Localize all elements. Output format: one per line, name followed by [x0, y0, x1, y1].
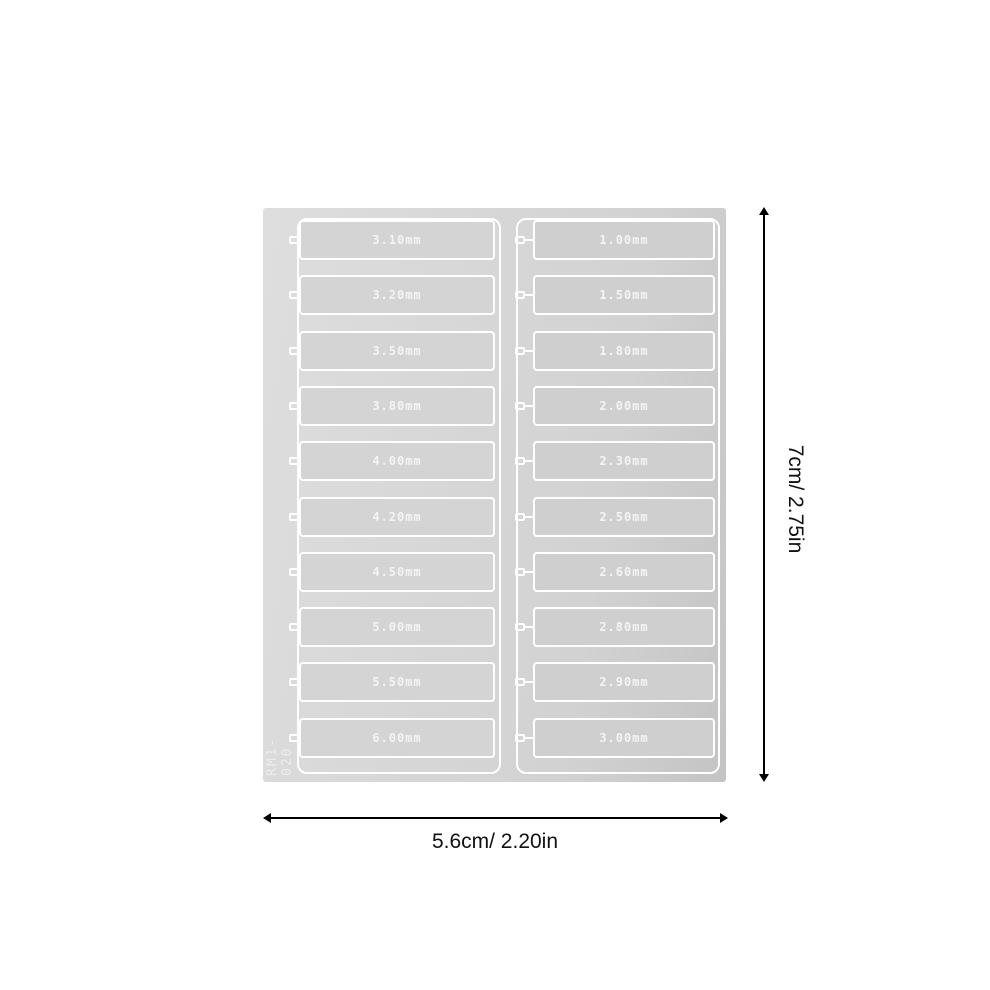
- etched-metal-sheet: 3.10mm 3.20mm 3.50mm 3.80mm 4.00mm 4.20mm 4.50…: [263, 208, 726, 782]
- attachment-gate: [297, 460, 301, 463]
- attachment-gate: [297, 349, 301, 352]
- size-tab: 1.80mm: [533, 330, 715, 371]
- size-tab: 2.80mm: [533, 607, 715, 648]
- left-frame: [297, 218, 501, 774]
- attachment-gate: [523, 349, 535, 352]
- attachment-gate: [523, 404, 535, 407]
- attachment-gate: [523, 460, 535, 463]
- size-tab: 3.10mm: [299, 220, 495, 260]
- size-tab: 2.30mm: [533, 441, 715, 482]
- attachment-gate: [523, 736, 535, 739]
- size-tab: 6.00mm: [299, 717, 495, 758]
- attachment-gate: [297, 681, 301, 684]
- size-tab: 3.50mm: [299, 330, 495, 371]
- attachment-gate: [297, 515, 301, 518]
- size-tab: 2.90mm: [533, 662, 715, 703]
- attachment-gate: [523, 570, 535, 573]
- attachment-gate: [523, 515, 535, 518]
- attachment-gate: [297, 404, 301, 407]
- size-tab: 3.80mm: [299, 385, 495, 426]
- size-tab: 4.50mm: [299, 551, 495, 592]
- width-dimension-line: [265, 817, 727, 819]
- arrow-left-icon: [263, 813, 271, 823]
- size-tab: 1.00mm: [533, 220, 715, 260]
- attachment-gate: [523, 294, 535, 297]
- right-frame: [516, 218, 720, 774]
- width-label: 5.6cm/ 2.20in: [431, 830, 559, 853]
- arrow-down-icon: [759, 774, 769, 782]
- attachment-gate: [523, 681, 535, 684]
- size-tab: 4.00mm: [299, 441, 495, 482]
- size-tab: 3.20mm: [299, 275, 495, 316]
- size-tab: 3.00mm: [533, 717, 715, 758]
- size-tab: 2.60mm: [533, 551, 715, 592]
- size-tab: 2.00mm: [533, 385, 715, 426]
- size-tab: 4.20mm: [299, 496, 495, 537]
- height-dimension-line: [763, 210, 765, 780]
- height-label: 7cm/ 2.75in: [784, 444, 807, 554]
- attachment-gate: [523, 239, 535, 241]
- attachment-gate: [297, 294, 301, 297]
- size-tab: 2.50mm: [533, 496, 715, 537]
- size-tab: 5.00mm: [299, 607, 495, 648]
- attachment-gate: [297, 736, 301, 739]
- arrow-right-icon: [720, 813, 728, 823]
- part-code-label: RM1-020: [265, 736, 295, 776]
- attachment-gate: [297, 239, 301, 241]
- attachment-gate: [297, 570, 301, 573]
- attachment-gate: [297, 626, 301, 629]
- attachment-gate: [523, 626, 535, 629]
- arrow-up-icon: [759, 207, 769, 215]
- size-tab: 1.50mm: [533, 275, 715, 316]
- size-tab: 5.50mm: [299, 662, 495, 703]
